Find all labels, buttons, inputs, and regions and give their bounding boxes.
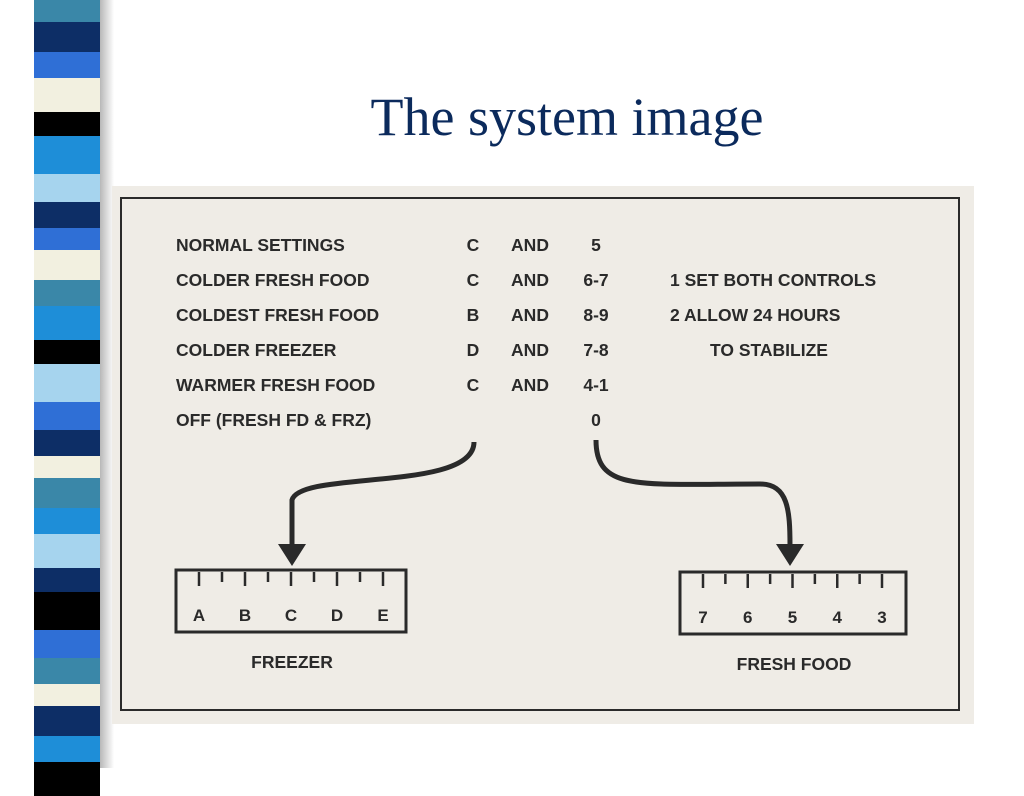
row-label: COLDER FREEZER — [176, 340, 337, 360]
stripe-segment — [34, 658, 100, 684]
stripe-segment — [34, 228, 100, 250]
row-fresh-setting: 6-7 — [583, 270, 609, 290]
stripe-segment — [34, 78, 100, 112]
stripe-segment — [34, 250, 100, 280]
row-freezer-setting: C — [466, 270, 480, 290]
row-label: COLDER FRESH FOOD — [176, 270, 370, 290]
row-and: AND — [511, 375, 549, 395]
row-fresh-setting: 7-8 — [583, 340, 609, 360]
row-and: AND — [511, 235, 549, 255]
row-fresh-setting: 0 — [591, 410, 601, 430]
stripe-segment — [34, 202, 100, 228]
stripe-segment — [34, 430, 100, 456]
stripe-segment — [34, 456, 100, 478]
stripe-segment — [34, 112, 100, 136]
row-and: AND — [511, 340, 549, 360]
stripe-segment — [34, 706, 100, 736]
row-fresh-setting: 5 — [591, 235, 601, 255]
stripe-segment — [34, 592, 100, 630]
row-label: OFF (FRESH FD & FRZ) — [176, 410, 372, 430]
instruction-line-1: 1 SET BOTH CONTROLS — [670, 270, 877, 290]
stripe-segment — [34, 174, 100, 202]
stripe-segment — [34, 402, 100, 430]
row-and: AND — [511, 270, 549, 290]
row-freezer-setting: B — [466, 305, 480, 325]
row-freezer-setting: D — [466, 340, 480, 360]
row-label: WARMER FRESH FOOD — [176, 375, 376, 395]
stripe-segment — [34, 762, 100, 796]
stripe-shadow — [100, 0, 114, 768]
instruction-line-3: TO STABILIZE — [710, 340, 828, 360]
stripe-segment — [34, 280, 100, 306]
row-label: COLDEST FRESH FOOD — [176, 305, 380, 325]
stripe-segment — [34, 508, 100, 534]
stripe-segment — [34, 478, 100, 508]
slide-title: The system image — [370, 87, 764, 147]
instruction-line-2: 2 ALLOW 24 HOURS — [670, 305, 841, 325]
decorative-stripe-bar — [34, 0, 100, 796]
stripe-segment — [34, 306, 100, 340]
stripe-segment — [34, 568, 100, 592]
figure-frame — [120, 197, 960, 711]
row-freezer-setting: C — [466, 235, 480, 255]
row-and: AND — [511, 305, 549, 325]
stripe-segment — [34, 340, 100, 364]
row-label: NORMAL SETTINGS — [176, 235, 345, 255]
row-fresh-setting: 4-1 — [583, 375, 609, 395]
stripe-segment — [34, 0, 100, 22]
row-freezer-setting: C — [466, 375, 480, 395]
stripe-segment — [34, 684, 100, 706]
stripe-segment — [34, 534, 100, 568]
stripe-segment — [34, 736, 100, 762]
stripe-segment — [34, 22, 100, 52]
stripe-segment — [34, 136, 100, 174]
stripe-segment — [34, 52, 100, 78]
stripe-segment — [34, 630, 100, 658]
row-fresh-setting: 8-9 — [583, 305, 609, 325]
stripe-segment — [34, 364, 100, 402]
